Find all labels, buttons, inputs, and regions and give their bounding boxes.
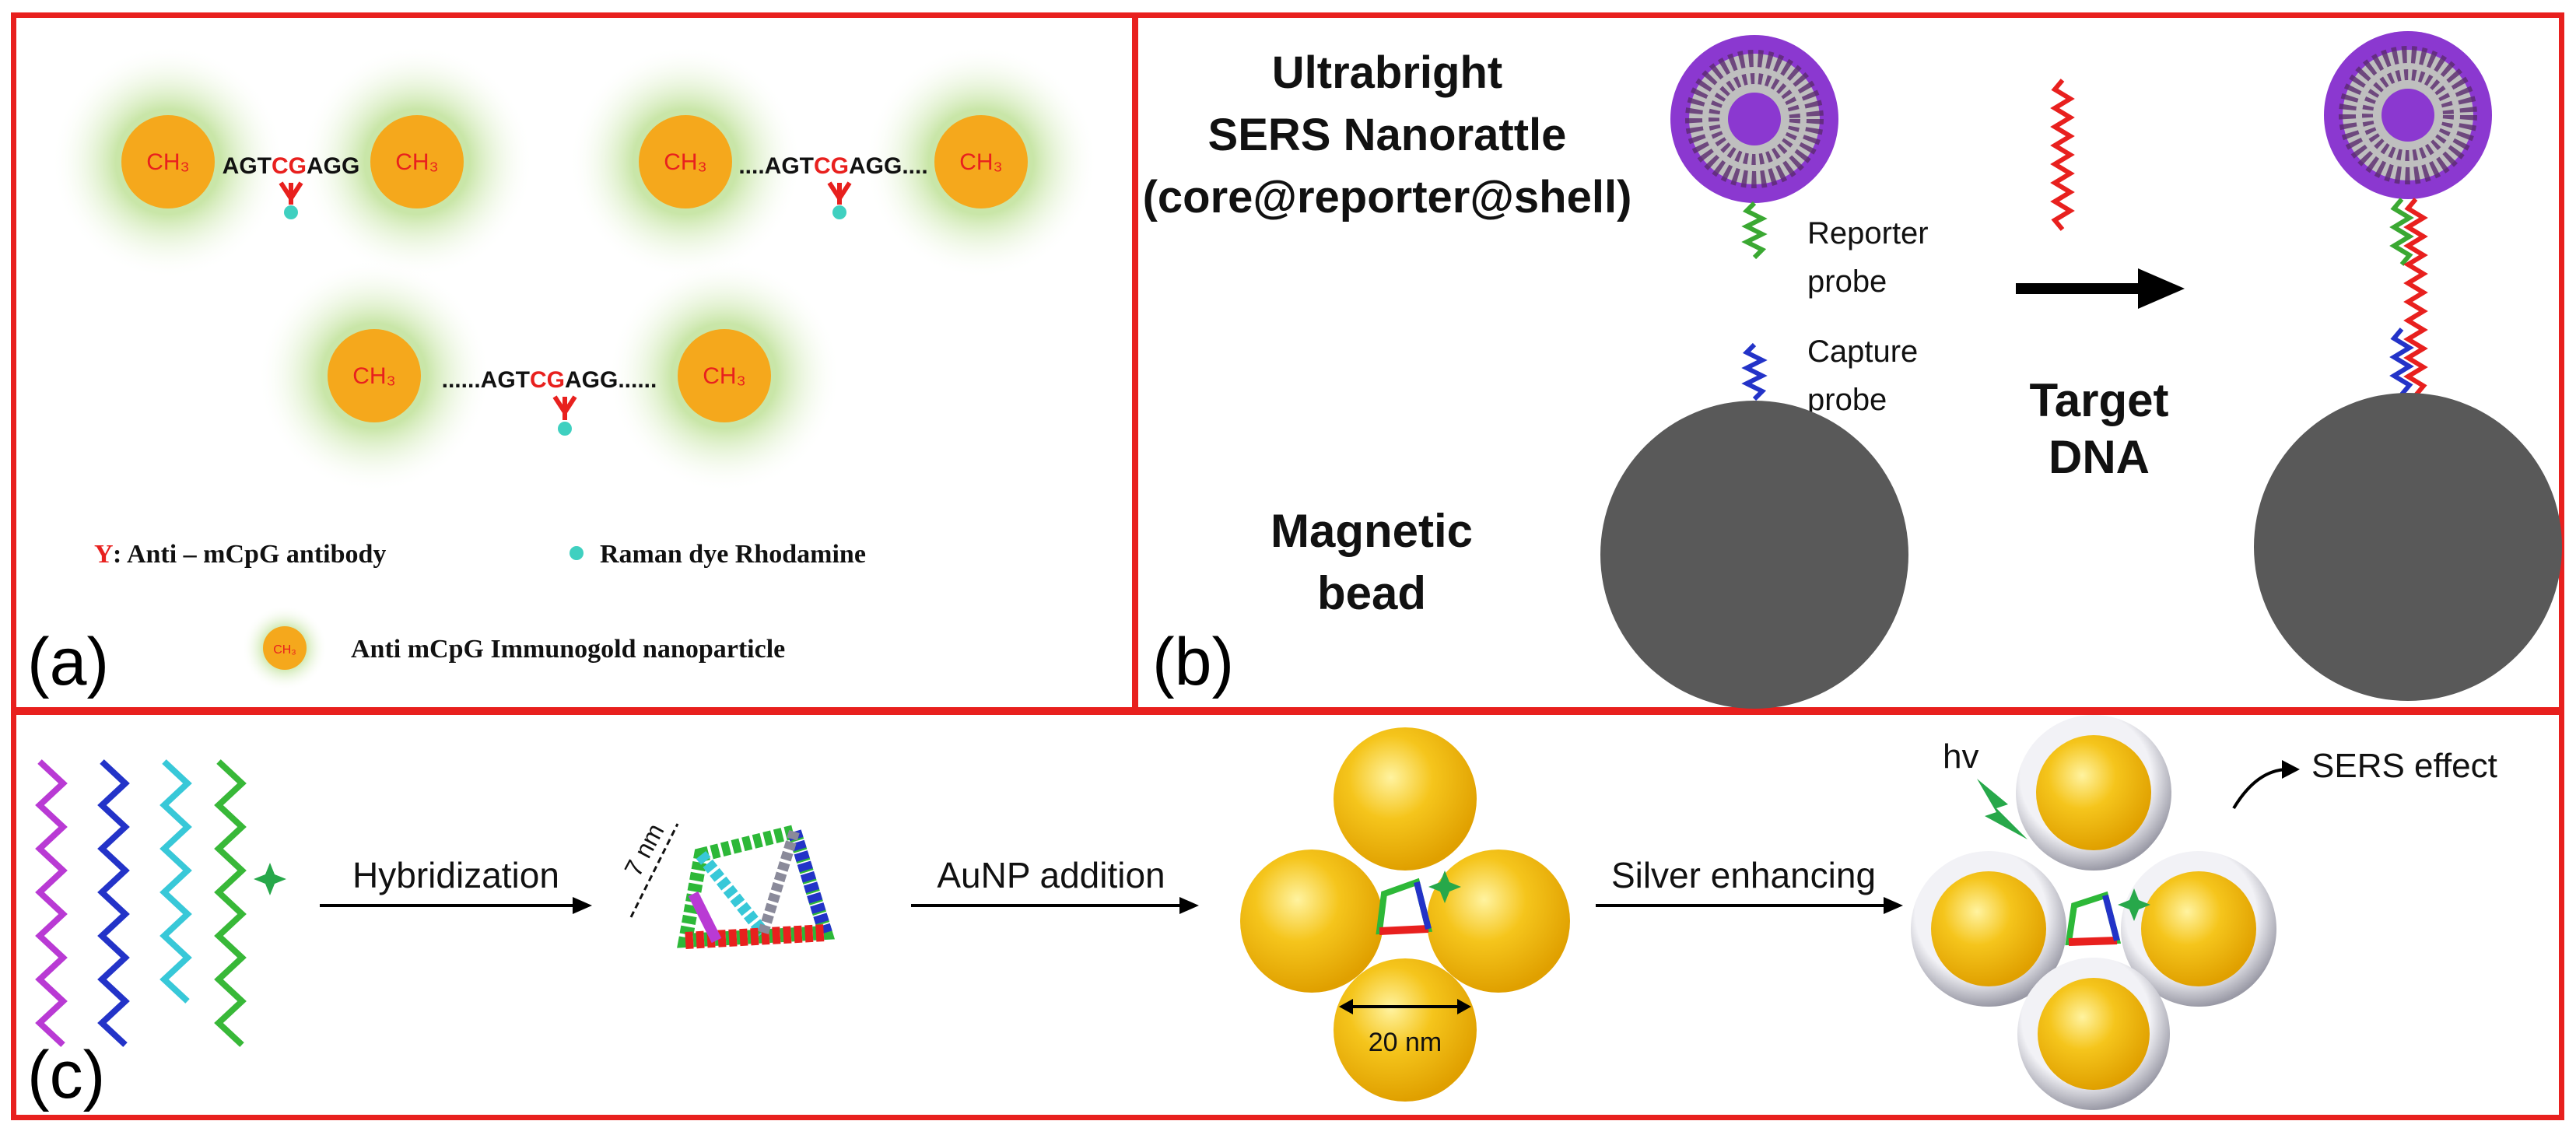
size-label-tetra: 7 nm [619,819,669,881]
raman-dye-icon [558,422,572,436]
capture-label-line2: probe [1807,383,1887,417]
dna-strand-1 [35,759,68,1047]
reporter-probe-strand [1741,201,1768,260]
reporter-label-line1: Reporter [1807,216,1929,250]
reporter-probe-strand [2389,198,2414,266]
dna-tetrahedron-icon [677,823,835,949]
methyl-label: CH₃ [395,149,439,175]
step3-label: Silver enhancing [1611,855,1876,895]
raman-dye-icon [284,205,298,219]
size-label-aunp: 20 nm [1369,1028,1442,1057]
effect-arrow [2232,768,2289,810]
arrow-head-icon [1457,999,1471,1014]
panel-c-tetrahedron-sers: Hybridization 7 nm AuNP addition [11,709,2564,1120]
reporter-label-line2: probe [1807,264,1887,299]
gold-nanoparticle-icon [1427,850,1570,993]
nanorattle-title-line3: (core@reporter@shell) [1143,172,1632,222]
bead-label-line2: bead [1317,567,1426,619]
methyl-label: CH₃ [273,643,296,657]
magnetic-bead-icon [2254,393,2562,701]
panel-b-nanorattle: Ultrabright SERS Nanorattle (core@report… [1133,12,2564,713]
panel-letter-b: (b) [1152,625,1235,699]
methyl-label: CH₃ [664,149,707,175]
capture-probe-strand [2389,328,2414,396]
nanorattle-title-line2: SERS Nanorattle [1208,110,1567,160]
legend-nanoparticle-text: Anti mCpG Immunogold nanoparticle [351,635,785,664]
lightning-bolt-icon [1977,779,2028,839]
gold-core-icon [2036,735,2151,850]
magnetic-bead-icon [1600,401,1908,709]
gold-nanoparticle [328,329,421,422]
dna-tetrahedron-icon [2065,891,2122,946]
gold-core-icon [1931,871,2046,986]
gold-nanoparticle [678,329,771,422]
step2-label: AuNP addition [937,855,1165,895]
raman-reporter-star-icon [2118,888,2150,921]
target-label-line1: Target [2030,374,2169,426]
methyl-label: CH₃ [959,149,1003,175]
size-indicator-tetra [629,823,679,918]
capture-probe-strand [1741,342,1768,401]
nanorattle-icon [2324,31,2492,199]
gold-nanoparticle-legend-icon [263,626,307,670]
reaction-arrow-head-icon [2138,268,2185,309]
arrow-head-icon [573,897,592,914]
panel-a-immunogold: CH₃ CH₃ AGTCGAGG CH₃ CH₃ ....AGTCGAGG...… [11,12,1137,713]
gold-nanoparticle-icon [1240,850,1383,993]
target-label-line2: DNA [2049,431,2150,483]
legend-antibody-symbol: Y [94,540,114,569]
target-dna-strand [2050,79,2075,231]
panel-letter-a: (a) [27,625,110,699]
dna-sequence-1: AGTCGAGG [223,153,360,179]
legend-antibody-text: : Anti – mCpG antibody [113,540,386,569]
raman-reporter-star-icon [254,863,286,895]
panel-a-diagram: CH₃ CH₃ AGTCGAGG CH₃ CH₃ ....AGTCGAGG...… [51,45,1098,691]
bead-label-line1: Magnetic [1270,505,1473,557]
panel-letter-c: (c) [27,1038,106,1112]
methyl-label: CH₃ [703,363,746,389]
dna-strand-2 [97,759,130,1047]
nanorattle-icon [1670,35,1838,203]
capture-label-line1: Capture [1807,335,1918,369]
gold-core-icon [2038,978,2150,1090]
nanorattle-title-line1: Ultrabright [1272,47,1502,98]
methyl-label: CH₃ [352,363,396,389]
gold-core-icon [2141,871,2256,986]
dna-strand-4 [214,759,247,1047]
panel-b-diagram: Ultrabright SERS Nanorattle (core@report… [1143,31,2562,709]
effect-label: SERS effect [2311,747,2497,785]
antibody-icon [827,181,852,205]
raman-dye-icon [832,205,846,219]
antibody-icon [279,181,303,205]
legend-dye-text: Raman dye Rhodamine [600,540,866,569]
methyl-label: CH₃ [146,149,190,175]
light-label: hv [1943,737,1978,776]
dna-sequence-3: ......AGTCGAGG...... [442,367,657,393]
arrow-head-icon [2282,760,2300,779]
panel-c-diagram: Hybridization 7 nm AuNP addition [35,715,2497,1110]
raman-dye-icon [570,546,584,560]
step1-label: Hybridization [352,855,559,895]
gold-nanoparticle [639,115,732,208]
gold-nanoparticle [934,115,1028,208]
arrow-head-icon [1339,999,1353,1014]
target-dna-strand [2403,198,2428,397]
gold-nanoparticle [370,115,464,208]
gold-nanoparticle-icon [1334,727,1477,871]
dna-strand-3 [159,759,192,1004]
antibody-icon [552,395,577,420]
gold-nanoparticle-icon [1334,958,1477,1102]
raman-reporter-star-icon [1428,871,1461,903]
gold-nanoparticle [121,115,215,208]
dna-tetrahedron-icon [1376,878,1433,935]
arrow-head-icon [1884,897,1903,914]
dna-sequence-2: ....AGTCGAGG.... [738,153,927,179]
arrow-head-icon [1179,897,1199,914]
